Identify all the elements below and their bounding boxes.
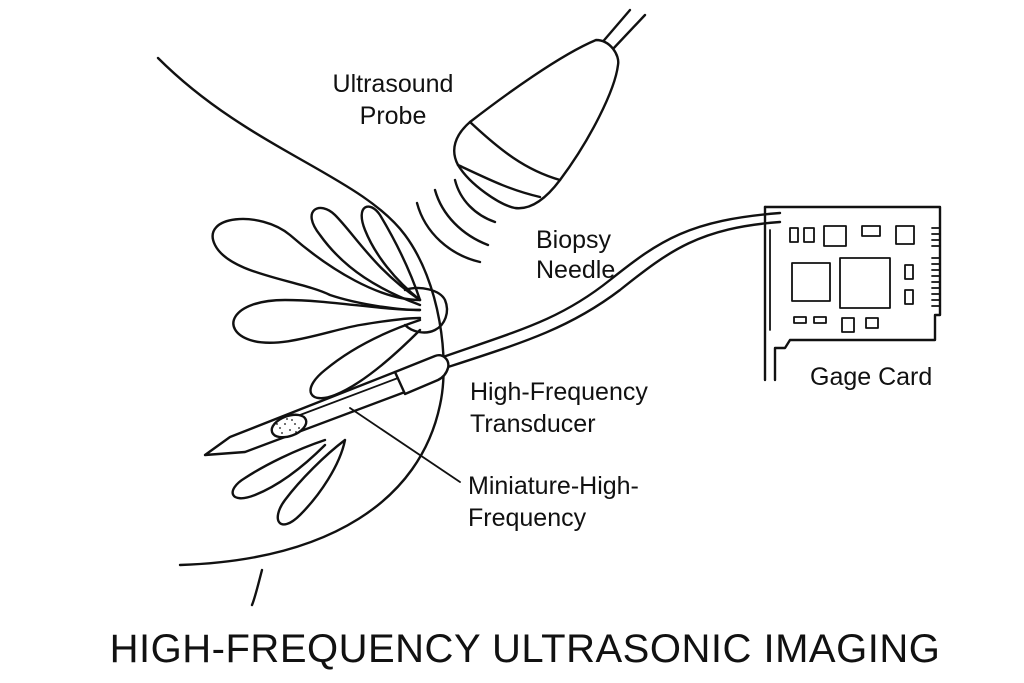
transducer-housing [393,354,450,396]
probe-cable [610,13,647,52]
card-chip [793,316,807,324]
label-miniature-hf-line2: Frequency [468,504,587,532]
card-chip [813,316,827,324]
signal-cable [443,220,782,370]
card-connector [931,227,941,307]
label-ultrasound-probe-line2: Probe [360,102,427,130]
card-chip [861,225,881,237]
sound-wave [433,188,490,247]
biopsy-needle [203,354,450,457]
miniature-transducer-element [270,413,308,439]
card-chip [865,317,879,329]
lobule [276,438,347,526]
card-outline [763,205,942,382]
breast-outline [156,56,445,567]
card-chip [904,289,914,305]
label-hf-transducer-line1: High-Frequency [470,378,648,406]
label-biopsy-needle-line2: Needle [536,256,615,284]
label-biopsy-needle-line1: Biopsy [536,226,612,254]
label-ultrasound-probe-line1: Ultrasound [333,70,454,98]
card-chip [791,262,831,302]
label-hf-transducer-line2: Transducer [470,410,596,438]
lobule [211,217,422,312]
lobule [309,318,422,400]
probe-body [453,38,620,210]
needle-edge [299,377,399,416]
card-chip [789,227,799,243]
sound-wave [453,178,497,224]
label-gage-card: Gage Card [810,363,932,391]
card-chip [895,225,915,245]
nipple [403,286,449,334]
gage-card [763,205,942,382]
sound-wave [415,201,482,264]
leader-line-miniature [349,407,461,483]
signal-cable [438,211,782,360]
probe-head-line [456,163,542,199]
card-chip [904,264,914,280]
lobule [310,206,422,307]
probe-cable [598,8,632,47]
lobule [232,298,422,344]
transducer-dots [276,418,300,434]
card-chip [823,225,847,247]
card-chip [841,317,855,333]
diagram-title: HIGH-FREQUENCY ULTRASONIC IMAGING [110,627,941,671]
card-chip [839,257,891,309]
probe-head-line [468,120,562,182]
lobule [360,205,422,302]
breast-anatomy [156,56,449,607]
ultrasound-probe [415,8,647,264]
chest-wall-line [250,568,264,607]
label-miniature-hf-line1: Miniature-High- [468,472,639,500]
card-chip [803,227,815,243]
lobule [231,438,327,500]
